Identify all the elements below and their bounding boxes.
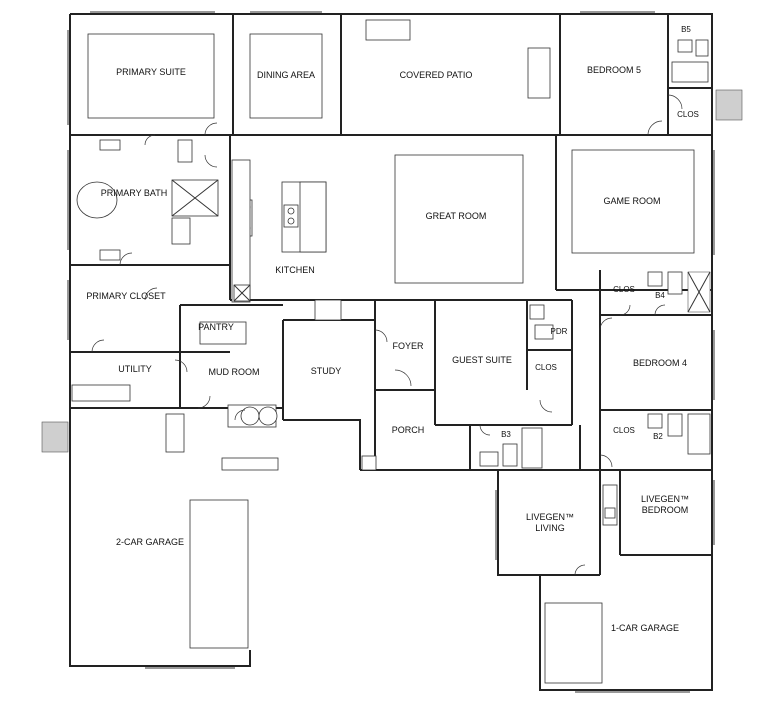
label-primary-closet: PRIMARY CLOSET bbox=[86, 291, 166, 301]
label-foyer: FOYER bbox=[392, 341, 424, 351]
label-1-car-garage: 1-CAR GARAGE bbox=[611, 623, 679, 633]
kitchen-fixtures bbox=[231, 19, 551, 321]
room-labels: PRIMARY SUITE DINING AREA COVERED PATIO … bbox=[86, 25, 699, 633]
utility-fixtures bbox=[71, 384, 279, 471]
label-bedroom-4: BEDROOM 4 bbox=[633, 358, 687, 368]
label-clos-b4: CLOS bbox=[613, 285, 635, 294]
exterior-walls bbox=[69, 13, 713, 691]
label-bedroom-5: BEDROOM 5 bbox=[587, 65, 641, 75]
label-pantry: PANTRY bbox=[198, 322, 234, 332]
label-primary-suite: PRIMARY SUITE bbox=[116, 67, 186, 77]
area-rugs bbox=[87, 33, 695, 684]
label-covered-patio: COVERED PATIO bbox=[400, 70, 473, 80]
windows bbox=[67, 11, 715, 693]
label-2-car-garage: 2-CAR GARAGE bbox=[116, 537, 184, 547]
label-b4: B4 bbox=[655, 291, 665, 300]
label-dining-area: DINING AREA bbox=[257, 70, 315, 80]
label-livegen-living-line1: LIVEGEN™ bbox=[526, 512, 574, 522]
primary-bath-fixtures bbox=[76, 139, 219, 261]
label-b5: B5 bbox=[681, 25, 691, 34]
label-livegen-living-line2: LIVING bbox=[535, 523, 565, 533]
ac-pads bbox=[41, 89, 743, 453]
label-pdr: PDR bbox=[551, 327, 568, 336]
label-clos-guest: CLOS bbox=[535, 363, 557, 372]
label-porch: PORCH bbox=[392, 425, 425, 435]
label-livegen-bedroom-line1: LIVEGEN™ bbox=[641, 494, 689, 504]
label-clos-b2: CLOS bbox=[613, 426, 635, 435]
porch-column bbox=[361, 455, 377, 471]
secondary-bath-fixtures bbox=[479, 271, 711, 526]
label-b3: B3 bbox=[501, 430, 511, 439]
label-mud-room: MUD ROOM bbox=[209, 367, 260, 377]
label-b2: B2 bbox=[653, 432, 663, 441]
label-primary-bath: PRIMARY BATH bbox=[101, 188, 168, 198]
b5-bath-fixtures bbox=[671, 39, 709, 83]
interior-walls bbox=[70, 14, 712, 576]
label-kitchen: KITCHEN bbox=[275, 265, 315, 275]
door-swings bbox=[91, 94, 683, 576]
label-great-room: GREAT ROOM bbox=[426, 211, 487, 221]
label-study: STUDY bbox=[311, 366, 342, 376]
label-clos-b5: CLOS bbox=[677, 110, 699, 119]
label-game-room: GAME ROOM bbox=[603, 196, 660, 206]
label-utility: UTILITY bbox=[118, 364, 152, 374]
label-livegen-bedroom-line2: BEDROOM bbox=[642, 505, 689, 515]
label-guest-suite: GUEST SUITE bbox=[452, 355, 512, 365]
